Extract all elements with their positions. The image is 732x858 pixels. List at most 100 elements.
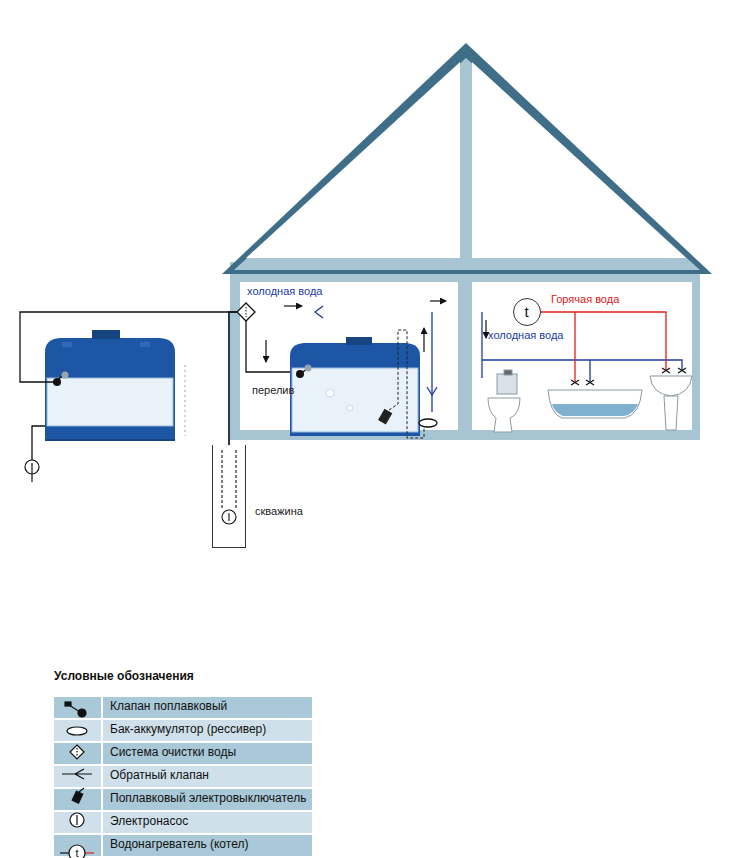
pump-line-part <box>427 387 437 395</box>
legend-symbols-part <box>85 852 94 853</box>
indoor-tank-part <box>326 389 334 397</box>
check-valve <box>315 306 323 318</box>
indoor-tank <box>290 337 420 436</box>
heater-symbol: t <box>524 303 528 320</box>
filter-symbol-part <box>246 307 247 317</box>
toilet-part <box>488 398 520 432</box>
legend-symbols <box>60 702 94 858</box>
cold-pipes-part <box>589 360 590 382</box>
flow-arrows-part <box>284 305 302 306</box>
toilet <box>488 370 520 432</box>
filter-symbol <box>237 303 255 321</box>
legend-symbols-part <box>72 791 83 803</box>
legend-symbols-part <box>78 709 86 717</box>
legend-table-part <box>54 743 101 764</box>
taps-part <box>571 380 579 385</box>
hot-pipes <box>541 312 666 382</box>
pump-line <box>419 312 437 427</box>
bath-part <box>552 404 638 416</box>
float-switch-part <box>378 409 392 425</box>
house-part <box>246 62 460 258</box>
float-switch <box>378 330 424 438</box>
outdoor-tank-part <box>45 338 175 440</box>
legend-table-part <box>54 766 101 787</box>
sink-part <box>664 396 678 430</box>
legend-text: Электронасос <box>110 815 188 829</box>
bath-part <box>548 390 642 418</box>
check-valve-part <box>315 306 323 318</box>
sink <box>650 376 692 430</box>
legend-symbols-part <box>67 727 87 735</box>
legend-table-part <box>103 766 312 787</box>
toilet-part <box>497 374 517 394</box>
legend-text: Поплавковый электровыключатель <box>110 792 306 806</box>
taps-part <box>586 380 594 385</box>
outdoor-pump <box>25 460 39 482</box>
bath <box>548 390 642 418</box>
legend-text: Бак-аккумулятор (рессивер) <box>110 723 266 737</box>
well-pump-part <box>228 513 229 521</box>
indoor-tank-part <box>305 365 312 372</box>
pump-line-part <box>431 312 432 412</box>
legend-table-part <box>103 743 312 764</box>
water-heater: t <box>513 298 541 326</box>
legend-symbols-part <box>70 745 84 759</box>
legend-symbols-part <box>79 788 84 792</box>
legend-table-part <box>54 812 101 833</box>
flow-arrows-part <box>423 328 424 352</box>
house <box>222 43 712 440</box>
well-label: скважина <box>255 505 303 518</box>
legend-symbols-part <box>76 815 77 825</box>
legend-symbols-part <box>76 748 77 756</box>
legend-text: Система очистки воды <box>110 746 236 760</box>
legend-table <box>54 697 312 856</box>
legend-symbols-part <box>60 852 69 853</box>
well-pump <box>222 450 236 524</box>
outdoor-pump-part <box>31 463 32 482</box>
pipe-label: перелив <box>252 384 294 397</box>
legend-table-part <box>103 812 312 833</box>
flow-arrows-part <box>485 320 486 338</box>
legend-table-part <box>103 697 312 718</box>
outdoor-tank-part <box>140 342 150 347</box>
legend-title: Условные обозначения <box>54 670 194 684</box>
pipe-label: холодная вода <box>488 329 563 342</box>
flow-arrows-part <box>430 300 446 301</box>
indoor-tank-part <box>347 405 353 411</box>
outdoor-tank-part <box>185 365 186 436</box>
legend-table-part <box>54 789 101 810</box>
well-pump-part <box>235 450 236 510</box>
legend-table-part <box>103 720 312 741</box>
supply-pipe-part <box>229 312 237 445</box>
well-pump-part <box>221 450 222 510</box>
cold-pipes-part <box>482 360 682 370</box>
float-valve <box>53 372 69 387</box>
pipe-label: холодная вода <box>247 285 322 298</box>
indoor-tank-part <box>290 343 420 436</box>
legend-symbol-text: t <box>75 847 78 858</box>
legend-symbols-part <box>65 702 71 706</box>
supply-pipe-part <box>20 312 236 382</box>
cold-pipes-part <box>481 312 482 378</box>
indoor-tank-part <box>346 337 372 345</box>
outdoor-tank-part <box>62 342 72 347</box>
filter-symbol-part <box>237 303 255 321</box>
pump-line-part <box>419 419 437 427</box>
hot-pipes-part <box>574 312 575 382</box>
outdoor-tank-part <box>92 330 120 339</box>
outdoor-tank-part <box>45 439 175 441</box>
flow-arrows-part <box>265 340 266 362</box>
house-part <box>472 62 686 258</box>
taps-part <box>678 368 686 373</box>
legend-table-part <box>103 789 312 810</box>
outdoor-tank <box>45 330 185 440</box>
taps-part <box>662 368 670 373</box>
float-valve-part <box>62 372 69 379</box>
legend-table-part <box>54 697 101 718</box>
cold-pipes <box>482 312 682 382</box>
outdoor-tank-part <box>47 378 173 426</box>
house-part <box>222 43 712 274</box>
legend-table-part <box>103 835 312 856</box>
